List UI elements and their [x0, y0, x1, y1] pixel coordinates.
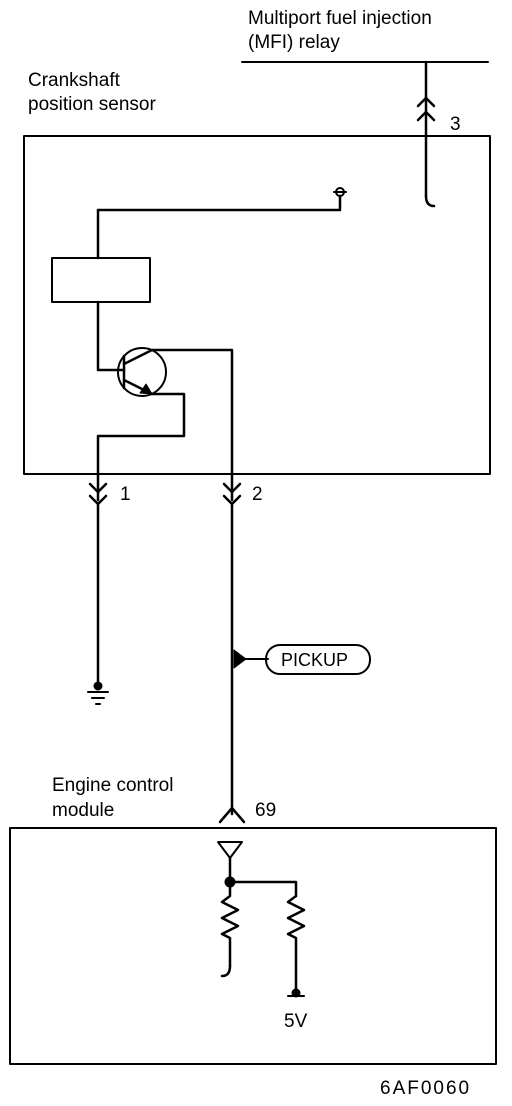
pin-69-label: 69	[255, 800, 276, 821]
mfi-relay-label-line1: Multiport fuel injection	[248, 8, 432, 29]
resistor-left-icon	[220, 880, 240, 968]
pin-2-label: 2	[252, 484, 263, 505]
connector-pin-69-icon	[218, 806, 246, 824]
supply-open-end-icon	[424, 194, 436, 208]
pin-3-label: 3	[450, 114, 461, 135]
supply-5v-terminal-icon	[287, 988, 305, 998]
input-buffer-icon	[217, 841, 243, 859]
crankshaft-sensor-box	[23, 135, 491, 475]
ecm-box	[9, 827, 497, 1065]
pickup-tag	[265, 644, 371, 675]
mfi-relay-label-line2: (MFI) relay	[248, 32, 340, 53]
ground-icon	[87, 681, 109, 705]
sensor-label-line1: Crankshaft	[28, 70, 121, 91]
transistor-icon	[117, 347, 167, 397]
ecm-label-line1: Engine control	[52, 775, 173, 796]
ecm-label-line2: module	[52, 800, 114, 821]
pullup-branch-wire	[228, 880, 298, 898]
figure-code: 6AF0060	[380, 1078, 471, 1099]
connector-pin-3-icon	[416, 96, 436, 122]
emitter-wire	[96, 392, 186, 502]
pickup-probe-icon	[233, 649, 247, 669]
pickup-label: PICKUP	[281, 650, 348, 670]
sensor-to-transistor-wire	[96, 300, 126, 372]
resistor-right-icon	[286, 894, 306, 992]
pin-1-label: 1	[120, 484, 131, 505]
sensor-label-line2: position sensor	[28, 94, 156, 115]
voltage-label: 5V	[284, 1011, 308, 1032]
sensor-element	[51, 257, 151, 303]
internal-open-end-icon	[220, 964, 232, 978]
sensor-internal-supply	[96, 194, 342, 260]
collector-wire	[150, 348, 234, 502]
